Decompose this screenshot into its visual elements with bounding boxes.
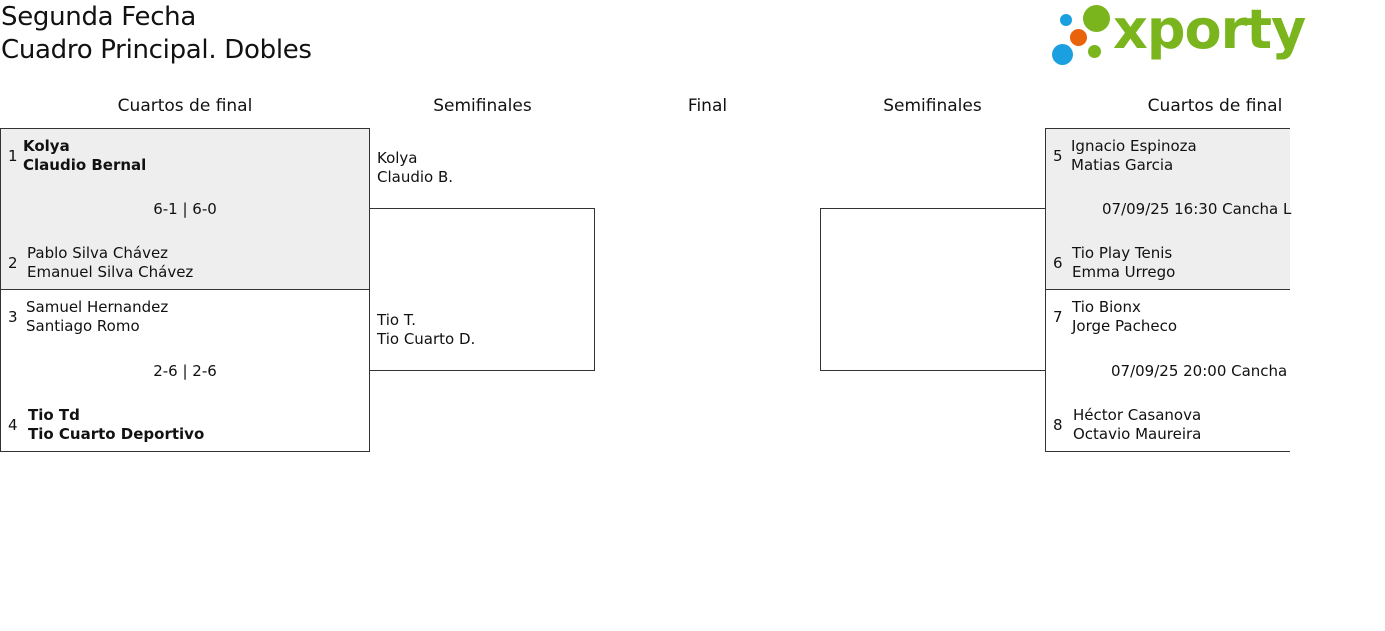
player-name: Emanuel Silva Chávez xyxy=(27,263,194,281)
seed-number: 6 xyxy=(1053,254,1063,272)
team-loser[interactable]: Samuel Hernandez Santiago Romo xyxy=(26,298,168,336)
player-name: Tio Cuarto Deportivo xyxy=(28,425,205,443)
team-top[interactable]: Tio Bionx Jorge Pacheco xyxy=(1072,298,1177,336)
xporty-logo[interactable]: xporty xyxy=(1052,0,1306,66)
semifinal-team-bottom[interactable]: Tio T. Tio Cuarto D. xyxy=(377,311,475,349)
player-name: Jorge Pacheco xyxy=(1072,317,1177,335)
player-name: Ignacio Espinoza xyxy=(1071,137,1197,155)
player-name: Pablo Silva Chávez xyxy=(27,244,169,262)
match-qf-4[interactable]: 7 Tio Bionx Jorge Pacheco 07/09/25 20:00… xyxy=(1045,289,1290,452)
seed-number: 2 xyxy=(8,254,18,272)
player-name: Kolya xyxy=(23,137,70,155)
team-top[interactable]: Ignacio Espinoza Matias Garcia xyxy=(1071,137,1197,175)
player-name: Tio Cuarto D. xyxy=(377,330,476,348)
player-name: Octavio Maureira xyxy=(1073,425,1202,443)
team-winner[interactable]: Tio Td Tio Cuarto Deportivo xyxy=(28,406,204,444)
page-subtitle: Cuadro Principal. Dobles xyxy=(1,35,312,65)
seed-number: 4 xyxy=(8,416,18,434)
seed-number: 1 xyxy=(8,147,18,165)
bracket-line xyxy=(820,208,821,371)
player-name: Samuel Hernandez xyxy=(26,298,169,316)
bracket-line xyxy=(370,208,595,209)
logo-dot-orange xyxy=(1070,29,1087,46)
player-name: Claudio Bernal xyxy=(23,156,147,174)
logo-wordmark: xporty xyxy=(1113,0,1306,61)
match-qf-2[interactable]: 3 Samuel Hernandez Santiago Romo 2-6 | 2… xyxy=(0,289,370,452)
player-name: Claudio B. xyxy=(377,168,454,186)
logo-dot-green-small xyxy=(1088,45,1101,58)
logo-dot-blue-large xyxy=(1052,44,1073,65)
team-bottom[interactable]: Héctor Casanova Octavio Maureira xyxy=(1073,406,1201,444)
round-header-qf-left: Cuartos de final xyxy=(117,96,253,116)
seed-number: 7 xyxy=(1053,308,1063,326)
player-name: Tio Td xyxy=(28,406,80,424)
bracket-line xyxy=(820,208,1045,209)
semifinal-team-top[interactable]: Kolya Claudio B. xyxy=(377,149,453,187)
bracket-line xyxy=(370,370,595,371)
round-header-qf-right: Cuartos de final xyxy=(1147,96,1283,116)
match-qf-3[interactable]: 5 Ignacio Espinoza Matias Garcia 07/09/2… xyxy=(1045,128,1292,290)
player-name: Matias Garcia xyxy=(1071,156,1174,174)
seed-number: 5 xyxy=(1053,147,1063,165)
team-bottom[interactable]: Tio Play Tenis Emma Urrego xyxy=(1072,244,1175,282)
round-header-sf-left: Semifinales xyxy=(433,96,532,116)
player-name: Tio Play Tenis xyxy=(1072,244,1173,262)
match-score: 6-1 | 6-0 xyxy=(153,200,217,218)
match-qf-1[interactable]: 1 Kolya Claudio Bernal 6-1 | 6-0 2 Pablo… xyxy=(0,128,370,290)
bracket-line xyxy=(594,208,595,371)
round-header-final: Final xyxy=(687,96,728,116)
logo-dot-blue xyxy=(1060,14,1072,26)
match-schedule: 07/09/25 20:00 Cancha xyxy=(1111,362,1288,380)
player-name: Héctor Casanova xyxy=(1073,406,1202,424)
seed-number: 3 xyxy=(8,308,18,326)
player-name: Tio Bionx xyxy=(1072,298,1141,316)
match-schedule: 07/09/25 16:30 Cancha L xyxy=(1102,200,1292,218)
player-name: Kolya xyxy=(377,149,418,167)
match-score: 2-6 | 2-6 xyxy=(153,362,217,380)
page-title: Segunda Fecha xyxy=(1,2,196,32)
logo-dot-green xyxy=(1083,5,1110,32)
player-name: Santiago Romo xyxy=(26,317,140,335)
seed-number: 8 xyxy=(1053,416,1063,434)
player-name: Emma Urrego xyxy=(1072,263,1176,281)
round-header-sf-right: Semifinales xyxy=(883,96,982,116)
bracket-line xyxy=(820,370,1045,371)
team-loser[interactable]: Pablo Silva Chávez Emanuel Silva Chávez xyxy=(27,244,193,282)
team-winner[interactable]: Kolya Claudio Bernal xyxy=(23,137,146,175)
player-name: Tio T. xyxy=(377,311,416,329)
